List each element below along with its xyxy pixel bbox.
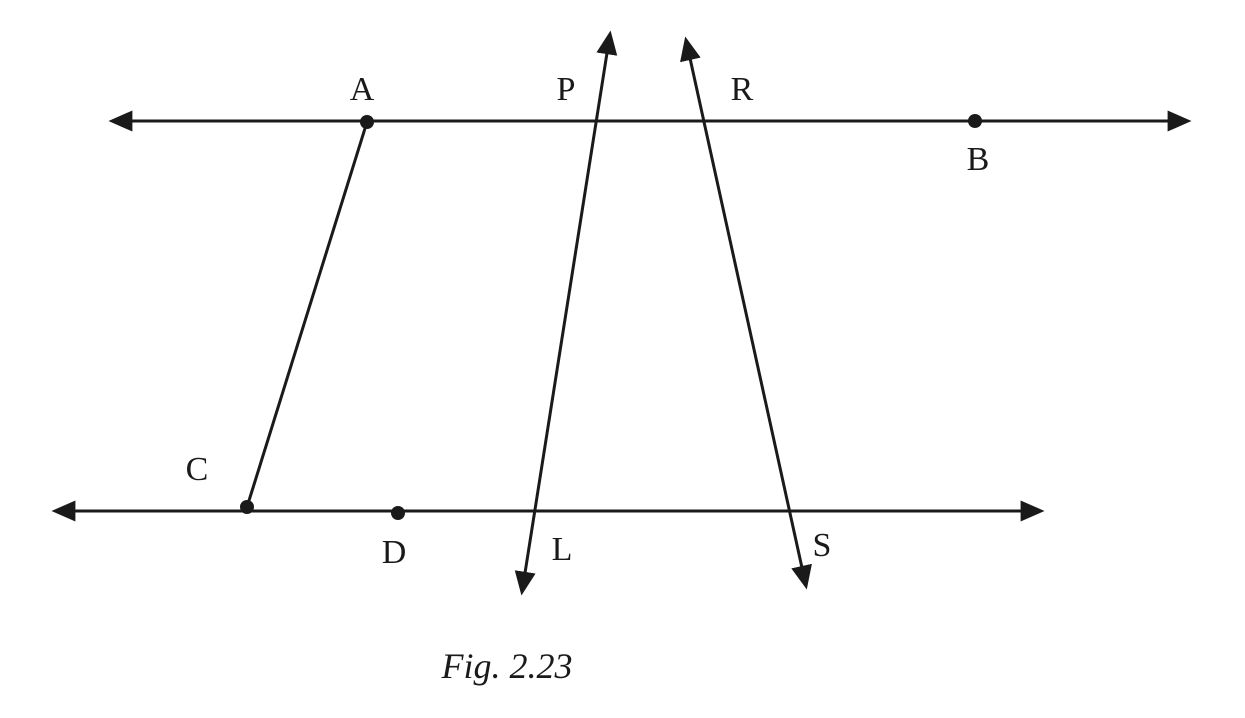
point-b-dot: [968, 114, 982, 128]
segment-ac: [245, 121, 369, 508]
label-s: S: [813, 527, 832, 564]
line-rs: [680, 36, 812, 590]
label-a: A: [350, 71, 375, 108]
figure-caption: Fig. 2.23: [441, 646, 573, 686]
label-c: C: [186, 451, 209, 488]
label-r: R: [731, 71, 754, 108]
label-d: D: [382, 534, 407, 571]
point-d-dot: [391, 506, 405, 520]
line-pl: [514, 30, 618, 596]
label-b: B: [967, 141, 990, 178]
label-l: L: [552, 531, 573, 568]
point-a-dot: [360, 115, 374, 129]
point-c-dot: [240, 500, 254, 514]
label-p: P: [557, 71, 576, 108]
